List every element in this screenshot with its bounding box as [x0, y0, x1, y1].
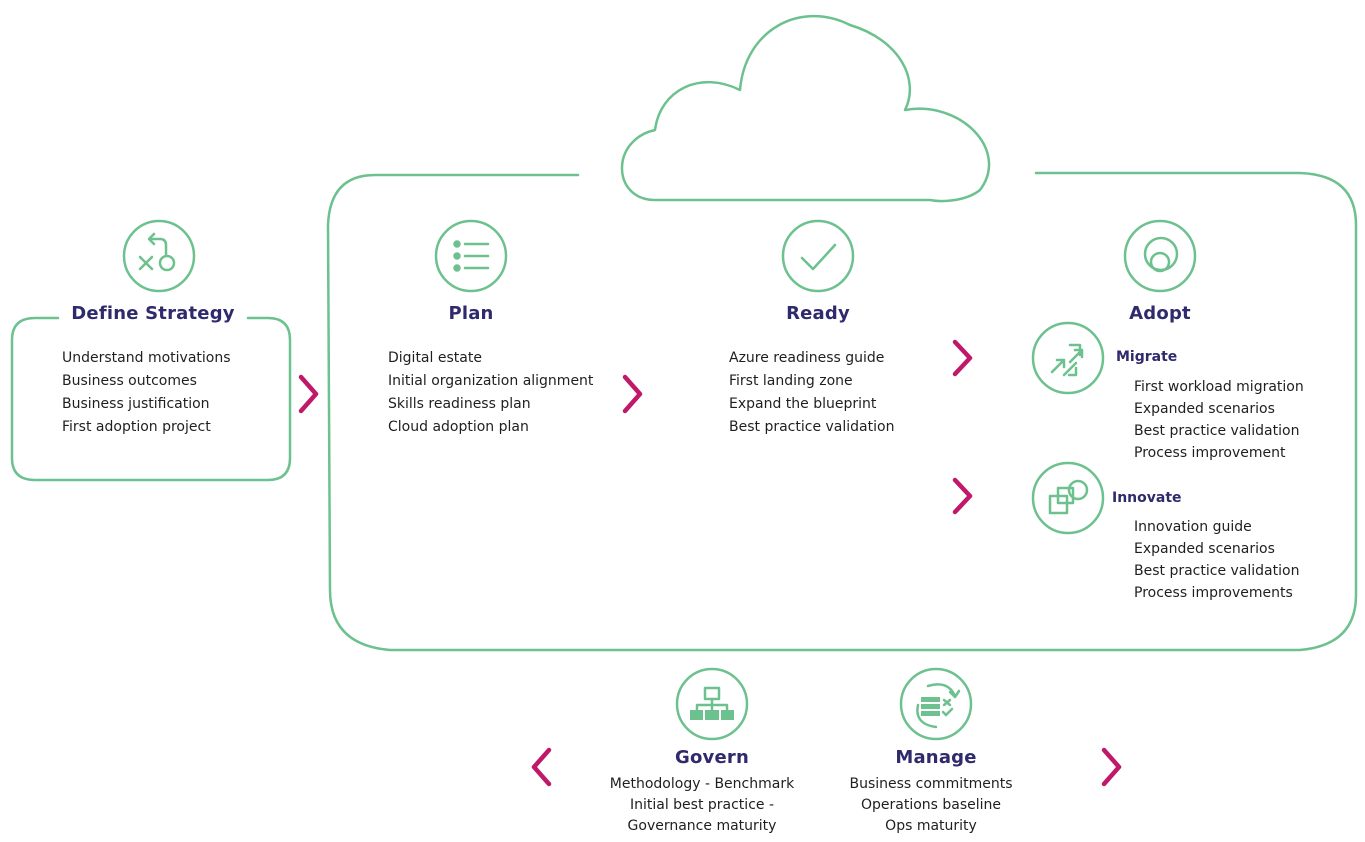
define-strategy-title: Define Strategy [71, 303, 235, 324]
list-icon [453, 240, 490, 272]
plan-list: Digital estate Initial organization alig… [388, 350, 593, 435]
list-item: Cloud adoption plan [388, 419, 529, 435]
list-item: Business outcomes [62, 373, 197, 389]
list-item: Expanded scenarios [1134, 401, 1275, 417]
list-item: First adoption project [62, 419, 211, 435]
innovate-list: Innovation guide Expanded scenarios Best… [1134, 519, 1299, 601]
strategy-icon [138, 232, 176, 272]
list-item: Azure readiness guide [729, 350, 885, 366]
list-item: Skills readiness plan [388, 396, 531, 412]
list-item: Methodology - Benchmark [609, 776, 795, 792]
migrate-list: First workload migration Expanded scenar… [1134, 379, 1304, 461]
cloud-shape [620, 15, 991, 203]
list-item: Understand motivations [62, 350, 231, 366]
ready-title: Ready [786, 303, 850, 324]
list-item: Process improvement [1134, 445, 1286, 461]
chevron-left-icon [531, 747, 552, 787]
checkmark-icon [800, 243, 837, 271]
innovate-title: Innovate [1112, 490, 1182, 506]
list-item: Best practice validation [729, 419, 895, 435]
hierarchy-icon [695, 686, 729, 712]
chevron-right-icon-3 [952, 339, 973, 377]
list-item: Digital estate [388, 350, 482, 366]
list-item: Ops maturity [885, 818, 977, 834]
manage-title: Manage [895, 747, 977, 768]
list-item: Operations baseline [860, 797, 1002, 813]
ready-list: Azure readiness guide First landing zone… [729, 350, 894, 435]
list-item: Governance maturity [627, 818, 777, 834]
adopt-title: Adopt [1129, 303, 1191, 324]
list-item: Expand the blueprint [729, 396, 877, 412]
chevron-right-icon-4 [952, 477, 973, 515]
migrate-arrows-icon [1050, 343, 1084, 377]
main-container [326, 171, 1358, 652]
define-strategy-list: Understand motivations Business outcomes… [62, 350, 231, 435]
migrate-title: Migrate [1116, 349, 1178, 365]
list-item: Initial best practice - [629, 797, 775, 813]
list-item: Best practice validation [1134, 563, 1300, 579]
govern-title: Govern [675, 747, 749, 768]
plan-title: Plan [448, 303, 494, 324]
list-item: Expanded scenarios [1134, 541, 1275, 557]
server-refresh-icon [916, 683, 961, 729]
list-item: Business commitments [849, 776, 1013, 792]
list-item: Best practice validation [1134, 423, 1300, 439]
adopt-icon [1143, 236, 1179, 273]
list-item: Business justification [62, 396, 210, 412]
chevron-right-icon-5 [1101, 747, 1122, 787]
list-item: Process improvements [1134, 585, 1293, 601]
list-item: Innovation guide [1134, 519, 1252, 535]
innovate-shapes-icon [1048, 479, 1089, 515]
chevron-right-icon-1 [298, 374, 319, 414]
list-item: Initial organization alignment [388, 373, 594, 389]
list-item: First workload migration [1134, 379, 1304, 395]
govern-list: Methodology - Benchmark Initial best pra… [592, 776, 812, 834]
list-item: First landing zone [729, 373, 853, 389]
define-strategy-box [10, 316, 292, 482]
chevron-right-icon-2 [622, 374, 643, 414]
manage-list: Business commitments Operations baseline… [821, 776, 1041, 834]
